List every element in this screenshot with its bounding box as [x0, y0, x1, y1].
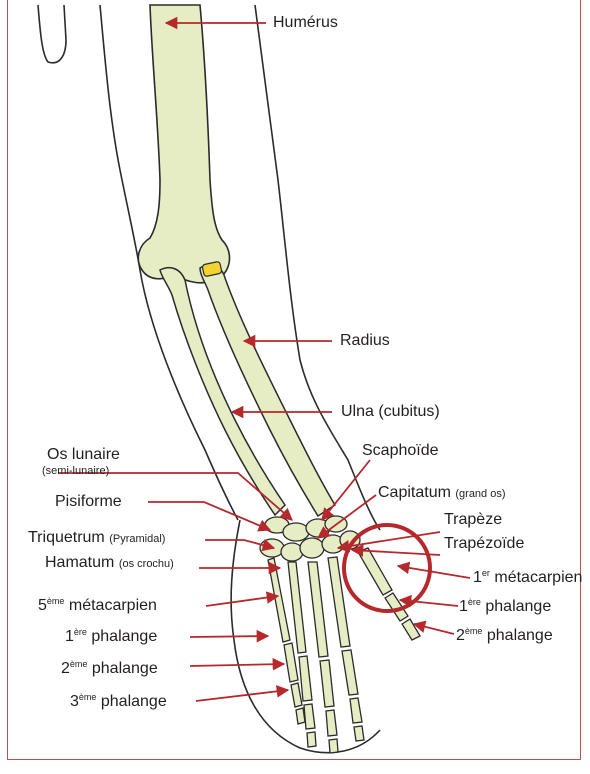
label-5eme-metacarpien-sup: ème [47, 596, 65, 606]
label-os-lunaire: Os lunaire [47, 447, 120, 463]
label-triquetrum: Triquetrum [28, 529, 105, 546]
label-thumb-2eme-phalange: 2ème phalange [456, 627, 553, 644]
label-trapezoide: Trapézoïde [444, 536, 524, 552]
label-capitatum-group: Capitatum (grand os) [378, 485, 506, 501]
label-5eme-metacarpien-text: métacarpien [64, 597, 157, 614]
label-finger-2eme-phalange-text: phalange [87, 660, 157, 677]
label-scaphoide: Scaphoïde [362, 443, 439, 459]
label-thumb-2eme-phalange-text: phalange [482, 627, 552, 644]
label-thumb-1ere-phalange: 1ère phalange [459, 598, 551, 615]
label-thumb-2eme-phalange-num: 2 [456, 627, 465, 644]
label-1er-metacarpien: 1er métacarpien [473, 569, 582, 586]
label-finger-2eme-phalange: 2ème phalange [61, 660, 158, 677]
label-finger-2eme-phalange-sup: ème [70, 659, 88, 669]
label-thumb-1ere-phalange-sup: ère [468, 597, 481, 607]
label-ulna: Ulna (cubitus) [341, 404, 440, 420]
label-finger-1ere-phalange: 1ère phalange [65, 628, 157, 645]
label-pisiforme: Pisiforme [55, 494, 122, 510]
label-triquetrum-sub: (Pyramidal) [109, 533, 165, 545]
label-5eme-metacarpien-num: 5 [38, 597, 47, 614]
label-1er-metacarpien-sup: er [482, 568, 490, 578]
label-radius: Radius [340, 333, 390, 349]
forearm-bones [160, 265, 335, 516]
label-finger-3eme-phalange-text: phalange [96, 693, 166, 710]
label-thumb-2eme-phalange-sup: ème [465, 626, 483, 636]
label-finger-2eme-phalange-num: 2 [61, 660, 70, 677]
label-5eme-metacarpien: 5ème métacarpien [38, 597, 157, 614]
label-hamatum-sub: (os crochu) [119, 558, 174, 570]
label-capitatum-sub: (grand os) [455, 488, 505, 500]
label-capitatum: Capitatum [378, 484, 451, 501]
label-hamatum-group: Hamatum (os crochu) [45, 555, 174, 571]
label-finger-3eme-phalange: 3ème phalange [70, 693, 167, 710]
label-thumb-1ere-phalange-num: 1 [459, 598, 468, 615]
label-triquetrum-group: Triquetrum (Pyramidal) [28, 530, 165, 546]
humerus-bone [138, 5, 229, 283]
label-trapeze: Trapèze [444, 512, 502, 528]
label-finger-1ere-phalange-sup: ère [74, 627, 87, 637]
label-thumb-1ere-phalange-text: phalange [481, 598, 551, 615]
label-1er-metacarpien-text: métacarpien [490, 569, 583, 586]
label-finger-3eme-phalange-num: 3 [70, 693, 79, 710]
label-1er-metacarpien-num: 1 [473, 569, 482, 586]
label-finger-1ere-phalange-text: phalange [87, 628, 157, 645]
label-finger-1ere-phalange-num: 1 [65, 628, 74, 645]
label-humerus: Humérus [273, 15, 338, 31]
label-finger-3eme-phalange-sup: ème [79, 692, 97, 702]
label-hamatum: Hamatum [45, 554, 114, 571]
label-os-lunaire-sub: (semi-lunaire) [42, 466, 109, 477]
